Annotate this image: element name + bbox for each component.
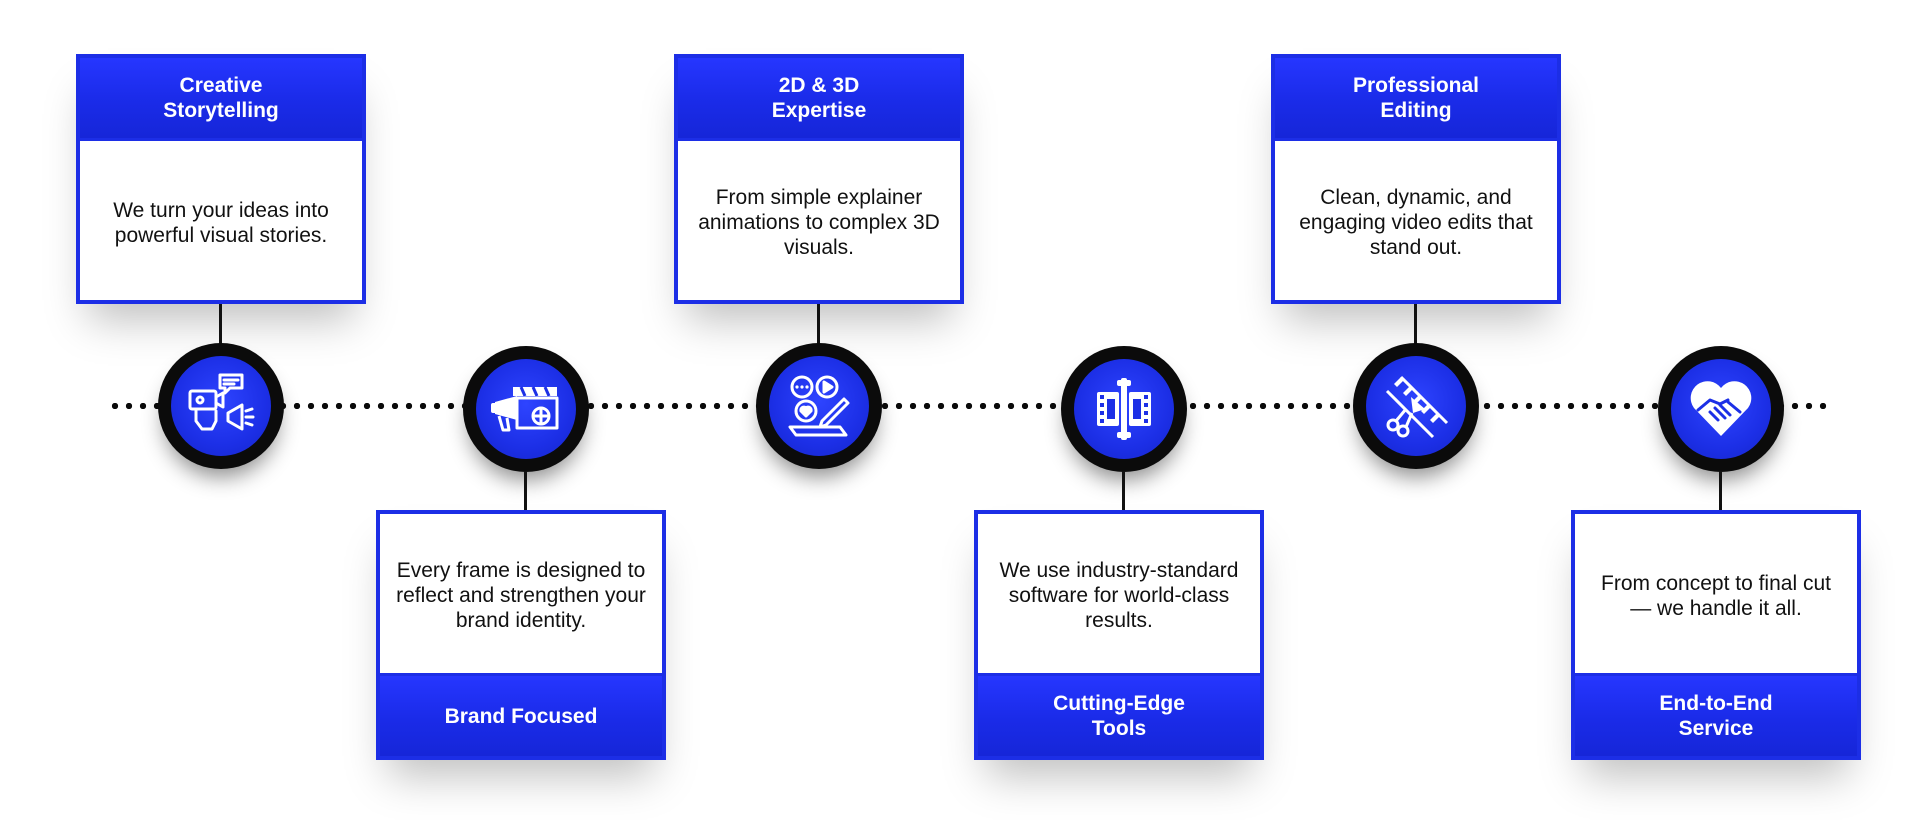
step-title: Creative Storytelling: [163, 74, 279, 122]
step-body: We turn your ideas into powerful visual …: [80, 141, 362, 304]
step-node: [756, 343, 882, 469]
step-title: Professional Editing: [1352, 74, 1480, 122]
step-title: Cutting-Edge Tools: [1053, 692, 1185, 740]
step-description: From concept to final cut — we handle it…: [1601, 571, 1831, 620]
step-card-cutting-edge-tools: We use industry-standard software for wo…: [974, 510, 1264, 760]
step-description: Clean, dynamic, and engaging video edits…: [1299, 186, 1533, 259]
step-card-professional-editing: Professional Editing Clean, dynamic, and…: [1271, 54, 1561, 304]
video-marketing-icon: [188, 373, 255, 431]
step-connector: [219, 304, 222, 344]
dotted-timeline: [108, 403, 1828, 409]
step-header: End-to-End Service: [1575, 673, 1857, 756]
step-node: [158, 343, 284, 469]
step-description: We use industry-standard software for wo…: [999, 559, 1239, 632]
film-scissors-icon: [1385, 375, 1449, 439]
heart-handshake-icon: [1690, 381, 1752, 436]
step-card-end-to-end-service: From concept to final cut — we handle it…: [1571, 510, 1861, 760]
step-node: [1658, 346, 1784, 472]
step-header: Professional Editing: [1275, 58, 1557, 141]
step-card-brand-focused: Every frame is designed to reflect and s…: [376, 510, 666, 760]
film-editing-icon: [1097, 378, 1151, 440]
step-header: 2D & 3D Expertise: [678, 58, 960, 141]
step-connector: [1414, 304, 1417, 344]
step-title: End-to-End Service: [1659, 692, 1773, 740]
step-connector: [1122, 471, 1125, 511]
step-body: From simple explainer animations to comp…: [678, 141, 960, 304]
step-description: We turn your ideas into powerful visual …: [113, 198, 329, 247]
step-card-creative-storytelling: Creative Storytelling We turn your ideas…: [76, 54, 366, 304]
step-body: From concept to final cut — we handle it…: [1575, 514, 1857, 677]
step-connector: [817, 304, 820, 344]
step-title: 2D & 3D Expertise: [771, 74, 867, 122]
step-header: Brand Focused: [380, 673, 662, 756]
step-card-2d-3d-expertise: 2D & 3D Expertise From simple explainer …: [674, 54, 964, 304]
step-connector: [1719, 471, 1722, 511]
step-description: From simple explainer animations to comp…: [698, 186, 940, 259]
step-description: Every frame is designed to reflect and s…: [396, 559, 646, 632]
step-title: Brand Focused: [444, 704, 598, 728]
step-body: Every frame is designed to reflect and s…: [380, 514, 662, 677]
step-header: Cutting-Edge Tools: [978, 673, 1260, 756]
step-connector: [524, 471, 527, 511]
step-header: Creative Storytelling: [80, 58, 362, 141]
clapperboard-megaphone-icon: [491, 386, 559, 432]
step-node: [463, 346, 589, 472]
animation-tablet-icon: [788, 375, 850, 437]
step-body: We use industry-standard software for wo…: [978, 514, 1260, 677]
step-node: [1061, 346, 1187, 472]
step-node: [1353, 343, 1479, 469]
step-body: Clean, dynamic, and engaging video edits…: [1275, 141, 1557, 304]
